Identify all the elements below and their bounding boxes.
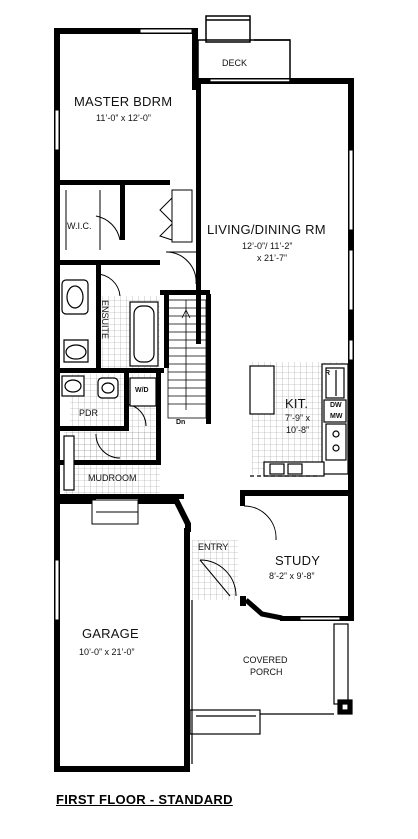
kitchen-name: KIT. — [285, 396, 309, 411]
mudroom-label: MUDROOM — [88, 473, 137, 483]
deck-label: DECK — [222, 58, 248, 68]
ensuite-fixtures — [61, 279, 159, 367]
living-dining-dims-1: 12’-0”/ 11’-2” — [242, 241, 293, 251]
door-swings — [91, 215, 277, 597]
deck — [197, 15, 291, 83]
kitchen-fixtures — [249, 363, 349, 477]
entry-label: ENTRY — [198, 542, 229, 552]
porch — [189, 600, 353, 764]
interior-walls — [60, 84, 245, 506]
windows — [54, 28, 354, 621]
study-dims: 8’-2” x 9’-8” — [269, 571, 315, 581]
pdr-fixtures — [61, 375, 157, 491]
garage-corner-wall — [173, 498, 191, 532]
dishwasher-label: DW — [330, 402, 342, 409]
wic-label: W.I.C. — [67, 221, 92, 231]
microwave-label: MW — [330, 413, 343, 420]
closet-doors — [65, 189, 193, 250]
wd-label: W/D — [135, 387, 149, 394]
study-name: STUDY — [275, 553, 321, 568]
stairs — [167, 299, 207, 419]
pdr-label: PDR — [79, 408, 99, 418]
refrigerator-label: R — [325, 370, 331, 377]
garage-name: GARAGE — [82, 626, 139, 641]
kitchen-dims-1: 7’-9” x — [285, 413, 311, 423]
garage-dims: 10’-0” x 21’-0” — [79, 647, 135, 657]
living-dining-name: LIVING/DINING RM — [207, 222, 326, 237]
master-bedroom-name: MASTER BDRM — [74, 94, 173, 109]
ensuite-label: ENSUITE — [100, 300, 110, 340]
covered-porch-label-2: PORCH — [250, 667, 283, 677]
covered-porch-label-1: COVERED — [243, 655, 288, 665]
kitchen-dims-2: 10’-8” — [286, 425, 310, 435]
study-bay-wall — [244, 598, 283, 621]
living-dining-dims-2: x 21’-7” — [257, 253, 288, 263]
stairs-down-label: Dn — [176, 419, 186, 426]
plan-caption: FIRST FLOOR - STANDARD — [56, 792, 233, 807]
master-bedroom-dims: 11’-0” x 12’-0” — [96, 113, 151, 123]
